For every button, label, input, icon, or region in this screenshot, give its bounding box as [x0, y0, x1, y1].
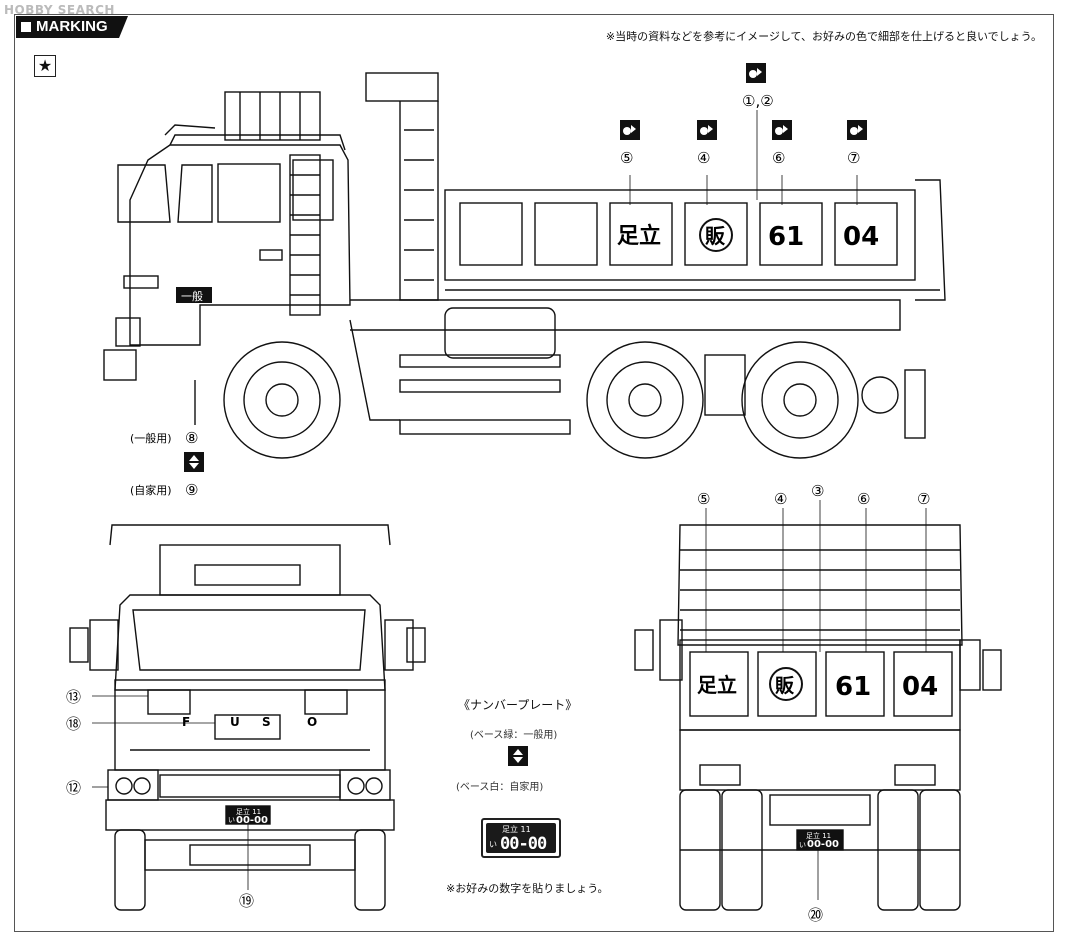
plate-legend-line1: (ベース緑：一般用) — [470, 730, 558, 741]
side-box-circle — [699, 218, 733, 252]
rear-box-text-3: 61 — [835, 672, 871, 702]
callout-5: ⑤ — [620, 149, 633, 167]
callout-icons — [184, 63, 867, 472]
grille-letter-s: S — [262, 715, 271, 729]
callout-19: ⑲ — [239, 892, 254, 910]
rear-box-text-1: 足立 — [697, 673, 737, 697]
plate-legend-line2: (ベース白：自家用) — [456, 782, 544, 793]
grille-letter-u: U — [230, 715, 240, 729]
plate-legend-title: 《ナンバープレート》 — [458, 698, 578, 712]
plate-legend-kana: い — [489, 840, 497, 849]
diagram-frame — [14, 14, 1054, 932]
callout-8: ⑧ — [185, 429, 198, 447]
plate-legend-plate-face: 足立 11 い 00-00 — [486, 823, 556, 854]
side-box-text-2: 販 — [705, 224, 726, 248]
callout-6: ⑥ — [772, 149, 785, 167]
star-icon: ★ — [34, 55, 56, 77]
rear-box-text-4: 04 — [902, 672, 938, 702]
plate-legend-note: ※お好みの数字を貼りましょう。 — [446, 882, 609, 895]
cab-plate-text: 一般 — [181, 290, 203, 303]
rear-plate-kana: い — [799, 841, 806, 849]
rear-callout-5: ⑤ — [697, 490, 710, 508]
callout-1-2: ①,② — [742, 92, 774, 110]
rear-callout-6: ⑥ — [857, 490, 870, 508]
note-text: ※当時の資料などを参考にイメージして、お好みの色で細部を仕上げると良いでしょう。 — [605, 30, 1042, 43]
square-icon — [21, 22, 31, 32]
plate-legend-top: 足立 11 — [502, 825, 531, 834]
callout-18: ⑱ — [66, 715, 81, 733]
front-plate-kana: い — [228, 816, 235, 824]
front-plate-num: 00-00 — [236, 815, 268, 826]
rear-callout-7: ⑦ — [917, 490, 930, 508]
rear-callout-20: ⑳ — [808, 906, 823, 924]
rear-plate-top: 足立 11 — [806, 831, 831, 840]
side-box-text-1: 足立 — [617, 223, 661, 249]
callout-7: ⑦ — [847, 149, 860, 167]
rear-callout-4: ④ — [774, 490, 787, 508]
grille-letter-f: F — [182, 715, 190, 729]
plate-legend-num: 00-00 — [500, 834, 547, 854]
callout-12: ⑫ — [66, 779, 81, 797]
front-plate-top: 足立 11 — [236, 807, 261, 816]
swap-icon — [508, 746, 528, 766]
callout-9: ⑨ — [185, 481, 198, 499]
plate-legend-plate: 足立 11 い 00-00 — [481, 818, 561, 858]
marking-label: MARKING — [36, 18, 108, 35]
label-private: (自家用) — [130, 483, 172, 497]
label-general: (一般用) — [130, 432, 172, 445]
marking-tab: MARKING — [16, 16, 128, 38]
rear-box-circle — [769, 667, 803, 701]
grille-letter-o: O — [307, 715, 317, 729]
rear-plate-num: 00-00 — [807, 839, 839, 850]
side-box-text-4: 04 — [843, 222, 879, 252]
watermark: HOBBY SEARCH — [4, 3, 115, 17]
callout-4: ④ — [697, 149, 710, 167]
rear-box-text-2: 販 — [775, 675, 795, 697]
rear-callout-3: ③ — [811, 482, 824, 500]
callout-13: ⑬ — [66, 688, 81, 706]
side-box-text-3: 61 — [768, 222, 804, 252]
